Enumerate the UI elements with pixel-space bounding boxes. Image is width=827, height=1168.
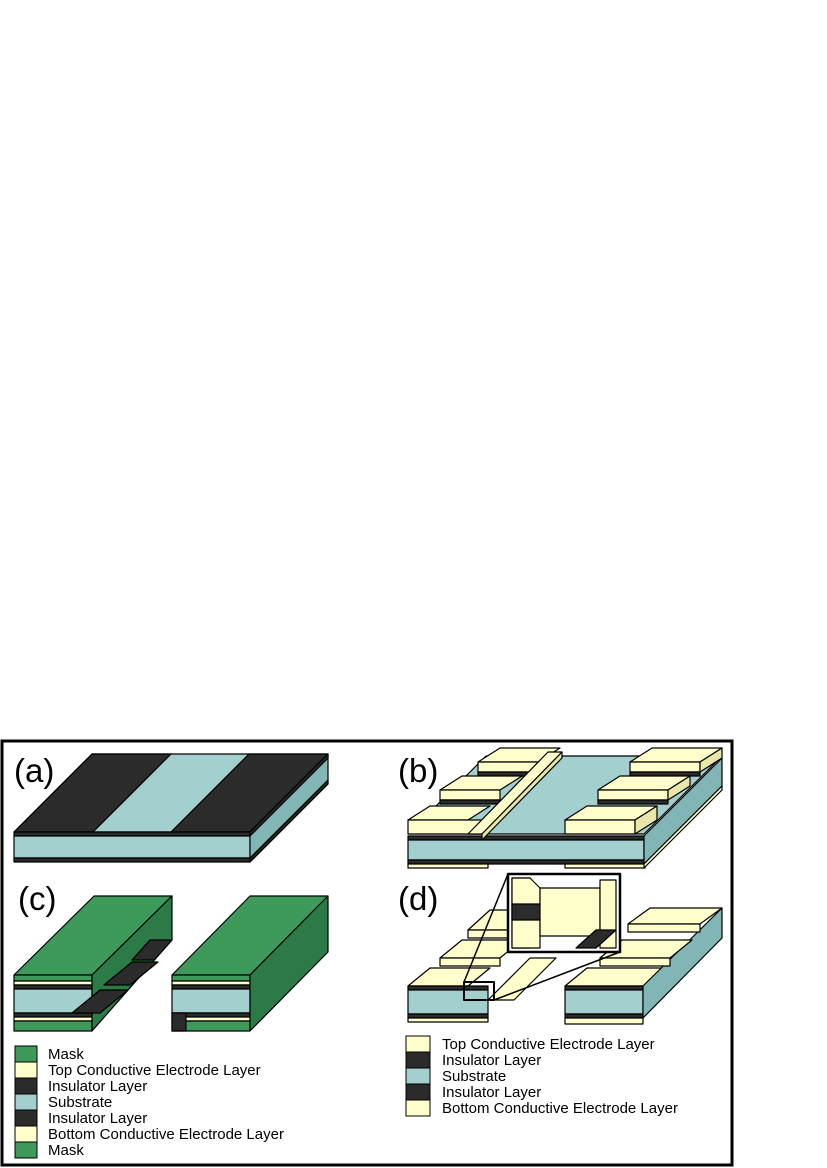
- legend-label-substrate: Substrate: [442, 1068, 506, 1085]
- legend-label-top-electrode: Top Conductive Electrode Layer: [442, 1036, 655, 1053]
- legend-label-bottom-electrode: Bottom Conductive Electrode Layer: [442, 1100, 678, 1117]
- legend-swatch-insulator-2: [405, 1083, 431, 1101]
- legend-swatch-top-electrode: [405, 1035, 431, 1053]
- legend-label-mask: Mask: [48, 1046, 84, 1063]
- legend-swatch-substrate: [14, 1093, 38, 1111]
- zoom-inset: [506, 872, 622, 954]
- legend-swatch-insulator: [14, 1077, 38, 1095]
- legend-swatch-bottom-electrode: [405, 1099, 431, 1117]
- legend-label-top-electrode: Top Conductive Electrode Layer: [48, 1062, 261, 1079]
- legend-right: [405, 1035, 431, 1117]
- panel-a: [13, 753, 329, 863]
- panel-label-b: (b): [398, 752, 438, 789]
- panel-label-c: (c): [18, 880, 56, 917]
- panel-d: [407, 872, 723, 1025]
- legend-swatch-insulator-2: [14, 1109, 38, 1127]
- panel-label-a: (a): [14, 752, 54, 789]
- legend-label-mask-2: Mask: [48, 1142, 84, 1159]
- panel-label-d: (d): [398, 880, 438, 917]
- panel-c: [13, 895, 329, 1032]
- legend-left: [14, 1045, 38, 1159]
- legend-label-bottom-electrode: Bottom Conductive Electrode Layer: [48, 1126, 284, 1143]
- legend-swatch-mask: [14, 1045, 38, 1063]
- legend-swatch-top-electrode: [14, 1061, 38, 1079]
- legend-swatch-substrate: [405, 1067, 431, 1085]
- legend-label-insulator: Insulator Layer: [48, 1078, 147, 1095]
- panel-b: [407, 747, 723, 869]
- legend-swatch-bottom-electrode: [14, 1125, 38, 1143]
- legend-label-substrate: Substrate: [48, 1094, 112, 1111]
- legend-swatch-insulator: [405, 1051, 431, 1069]
- legend-label-insulator: Insulator Layer: [442, 1052, 541, 1069]
- legend-label-insulator-2: Insulator Layer: [48, 1110, 147, 1127]
- legend-swatch-mask-2: [14, 1141, 38, 1159]
- legend-label-insulator-2: Insulator Layer: [442, 1084, 541, 1101]
